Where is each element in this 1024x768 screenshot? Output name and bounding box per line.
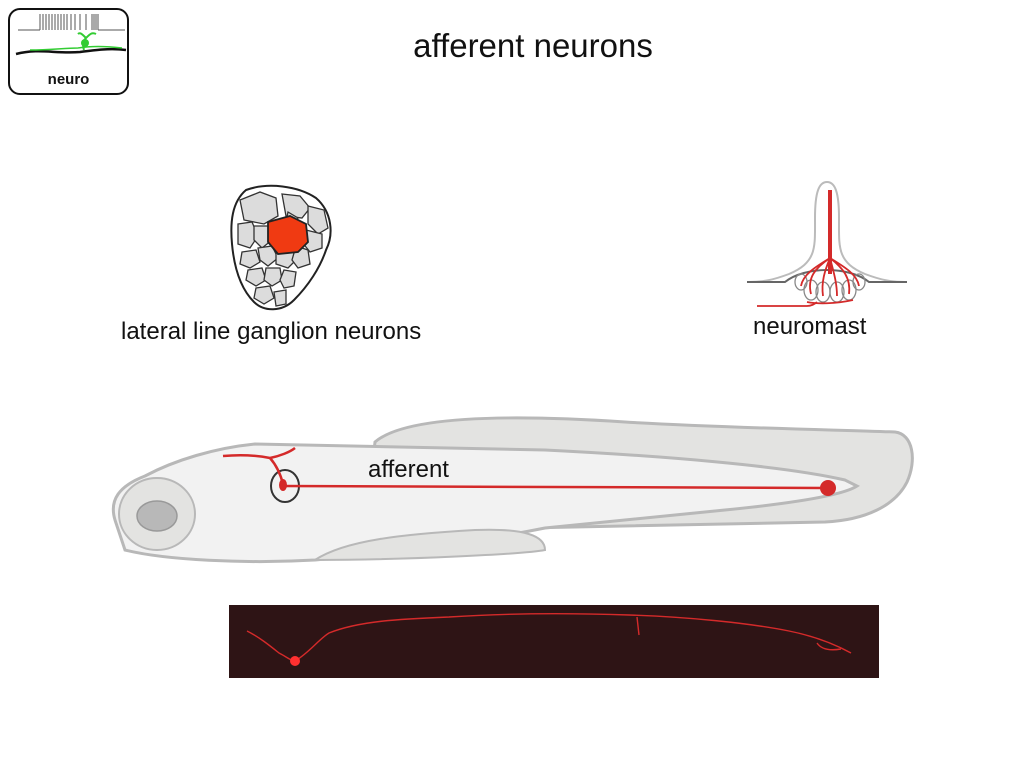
zebrafish-larva-illustration [111,416,914,564]
ganglion-label: lateral line ganglion neurons [121,318,422,345]
neuro-logo: neuro [8,8,129,95]
ganglion-illustration [230,184,332,311]
logo-label: neuro [47,71,90,88]
afferent-fluorescence-image [246,612,852,666]
neuromast-label: neuromast [753,313,867,340]
highlighted-neuron [267,215,309,255]
neuromast-illustration [747,181,907,307]
neuron-logo-icon [15,14,127,56]
slide-title: afferent neurons [413,27,653,64]
afferent-micrograph [229,605,879,678]
afferent-label: afferent [368,456,449,483]
